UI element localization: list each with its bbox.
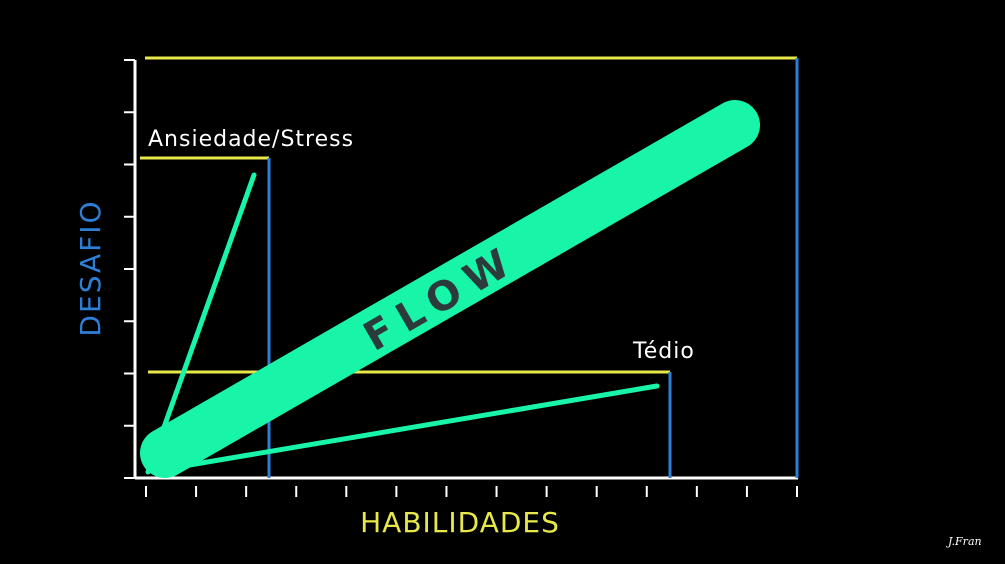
- anxiety-label: Ansiedade/Stress: [148, 127, 354, 152]
- flow-channel: [140, 100, 760, 478]
- flow-label: FLOW: [356, 236, 526, 361]
- x-axis-label: HABILIDADES: [360, 506, 560, 539]
- x-axis-ticks: [145, 486, 798, 497]
- y-axis-label: DESAFIO: [74, 199, 107, 336]
- y-axis-ticks: [124, 59, 135, 479]
- signature: J.Fran: [946, 535, 982, 548]
- boredom-label: Tédio: [632, 339, 695, 364]
- anxiety-green-line: [145, 172, 257, 475]
- boredom-green-line: [157, 383, 660, 473]
